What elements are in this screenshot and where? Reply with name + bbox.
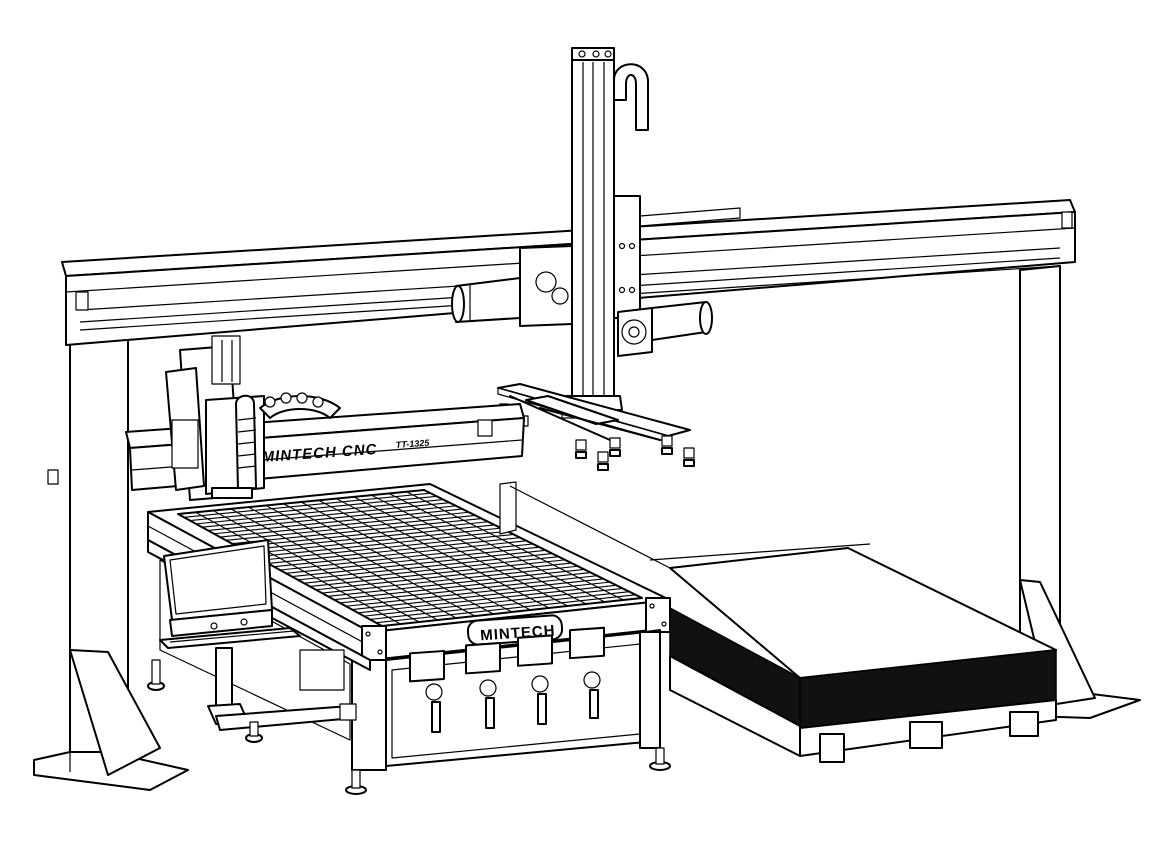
material-sheet-stack (669, 547, 1057, 763)
grid-line (353, 496, 568, 607)
valve-handles (409, 626, 605, 733)
grid-line (248, 506, 457, 619)
grid-line (230, 508, 438, 621)
grid-line (335, 498, 550, 609)
valve-handle-2[interactable] (465, 642, 501, 729)
gantry-model-label: TT-1325 (395, 438, 430, 450)
control-stand (159, 539, 357, 743)
grid-line (371, 494, 587, 605)
valve-handle-4[interactable] (569, 626, 605, 719)
vacuum-table-grid (183, 491, 636, 625)
grid-line (300, 501, 513, 613)
grid-line (265, 504, 476, 617)
valve-handle-1[interactable] (409, 649, 445, 733)
spindle-head (165, 335, 341, 501)
vertical-column (561, 47, 649, 419)
grid-line (195, 511, 401, 625)
grid-line (212, 510, 420, 623)
grid-line (283, 503, 494, 615)
grid-line (318, 499, 531, 611)
z-axis-servo-motor (617, 301, 713, 357)
y-axis-servo-motor (451, 245, 573, 327)
grid-line (406, 491, 624, 601)
left-gantry-leg (33, 329, 189, 791)
valve-handle-3[interactable] (517, 634, 553, 725)
grid-line (388, 492, 606, 603)
